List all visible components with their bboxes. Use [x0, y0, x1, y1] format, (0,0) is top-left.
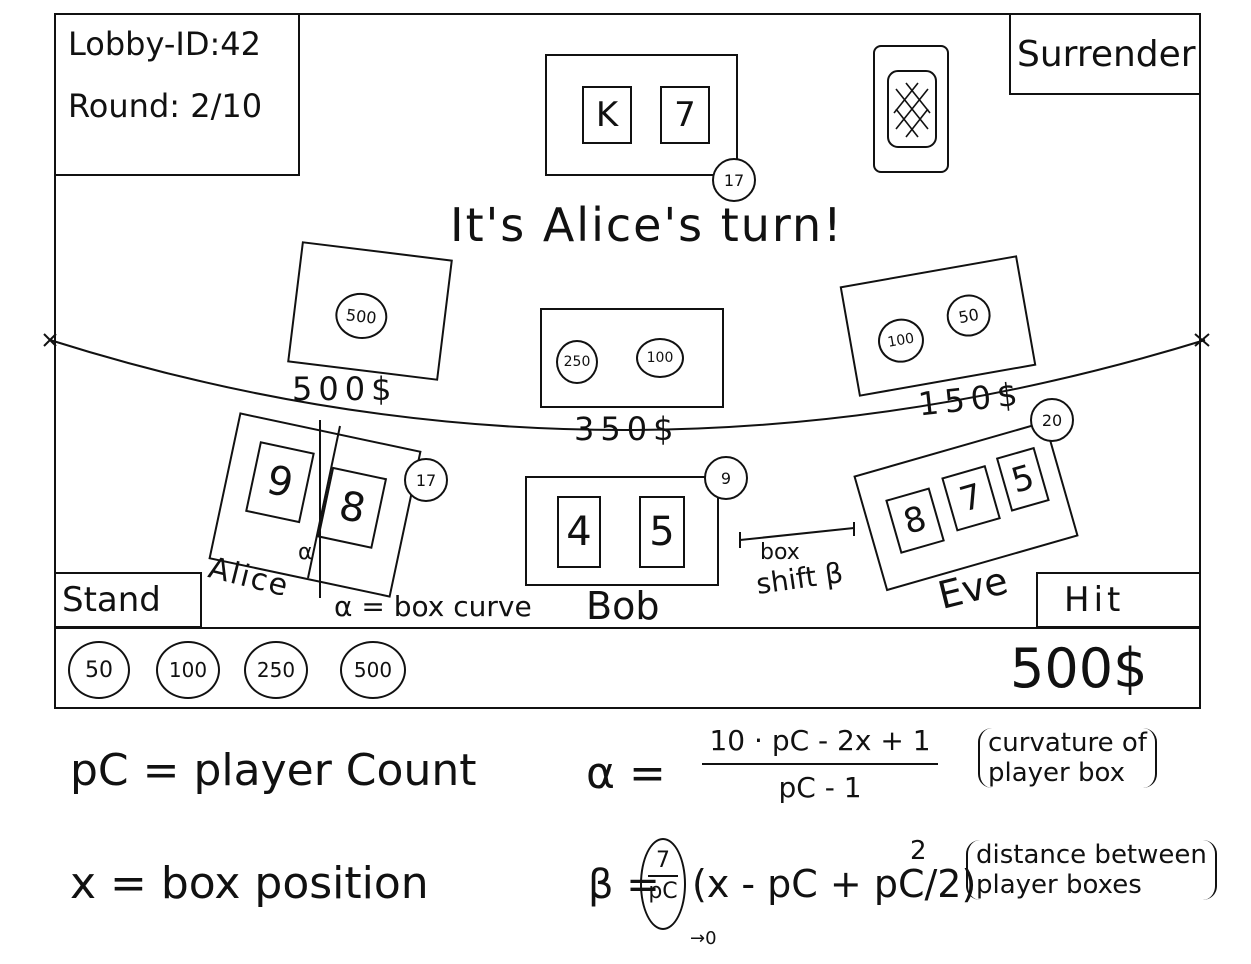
round-indicator: Round: 2/10 [68, 87, 263, 125]
player-name-bob: Bob [586, 584, 660, 628]
bet-chip: 100 [636, 338, 684, 378]
beta-formula-body: (x - pC + pC/2) [692, 862, 977, 906]
stand-button[interactable]: Stand [54, 572, 202, 628]
turn-status: It's Alice's turn! [450, 198, 844, 252]
balance: 500$ [1010, 637, 1148, 700]
player-score-eve: 20 [1030, 398, 1074, 442]
hit-label: Hit [1064, 580, 1125, 620]
player-score-bob: 9 [704, 456, 748, 500]
beta-description: distance between player boxes [966, 840, 1217, 900]
dealer-score: 17 [712, 158, 756, 202]
chip-500-button[interactable]: 500 [340, 641, 406, 699]
bet-total-bob: 350$ [574, 410, 680, 448]
player-box-bob: 4 5 [525, 476, 719, 586]
alpha-formula-fraction: 10 · pC - 2x + 1 pC - 1 [702, 724, 938, 804]
player-card: 8 [885, 487, 945, 554]
bet-chip: 250 [556, 340, 598, 384]
chip-250-button[interactable]: 250 [244, 641, 308, 699]
chip-selector-bar: 50 100 250 500 500$ [54, 627, 1201, 709]
card-back-icon [887, 70, 937, 148]
chip-50-button[interactable]: 50 [68, 641, 130, 699]
chip-100-button[interactable]: 100 [156, 641, 220, 699]
alpha-denominator: pC - 1 [778, 771, 862, 804]
beta-annotation-1: box [760, 540, 800, 565]
bet-chip: 100 [874, 314, 928, 367]
alpha-description: curvature of player box [978, 728, 1157, 788]
dealer-card-2: 7 [660, 86, 710, 144]
alpha-annotation: α = box curve [334, 590, 532, 623]
beta-shift-marker [739, 522, 855, 548]
bet-total-alice: 500$ [292, 370, 398, 408]
beta-formula-fraction: 7 pC [640, 838, 686, 930]
note-x-definition: x = box position [70, 858, 429, 909]
player-score-alice: 17 [404, 458, 448, 502]
bet-area-bob[interactable]: 250 100 [540, 308, 724, 408]
player-card: 5 [995, 446, 1050, 512]
player-card: 4 [557, 496, 601, 568]
alpha-formula-lhs: α = [586, 748, 666, 799]
alpha-fraction-bar [702, 763, 938, 765]
alpha-angle-marker [307, 420, 341, 598]
bet-area-alice[interactable]: 500 [287, 241, 453, 381]
beta-formula-exponent: 2 [910, 836, 927, 866]
bet-chip: 500 [332, 289, 390, 342]
stand-label: Stand [62, 580, 161, 620]
alpha-angle-label: α [298, 540, 313, 565]
deck[interactable] [873, 45, 949, 173]
note-pc-definition: pC = player Count [70, 745, 477, 796]
beta-formula-limit: →0 [690, 928, 717, 949]
player-card: 5 [639, 496, 685, 568]
dealer-card-1: K [582, 86, 632, 144]
surrender-label: Surrender [1017, 33, 1196, 75]
lobby-info-panel: Lobby-ID:42 Round: 2/10 [54, 13, 300, 176]
surrender-button[interactable]: Surrender [1009, 13, 1201, 95]
bet-chip: 50 [943, 291, 994, 341]
player-card: 7 [941, 465, 1001, 532]
alpha-numerator: 10 · pC - 2x + 1 [709, 724, 931, 757]
table-curve [43, 333, 1210, 431]
hit-button[interactable]: Hit [1036, 572, 1201, 628]
dealer-hand: K 7 [545, 54, 738, 176]
lobby-id: Lobby-ID:42 [68, 25, 261, 63]
